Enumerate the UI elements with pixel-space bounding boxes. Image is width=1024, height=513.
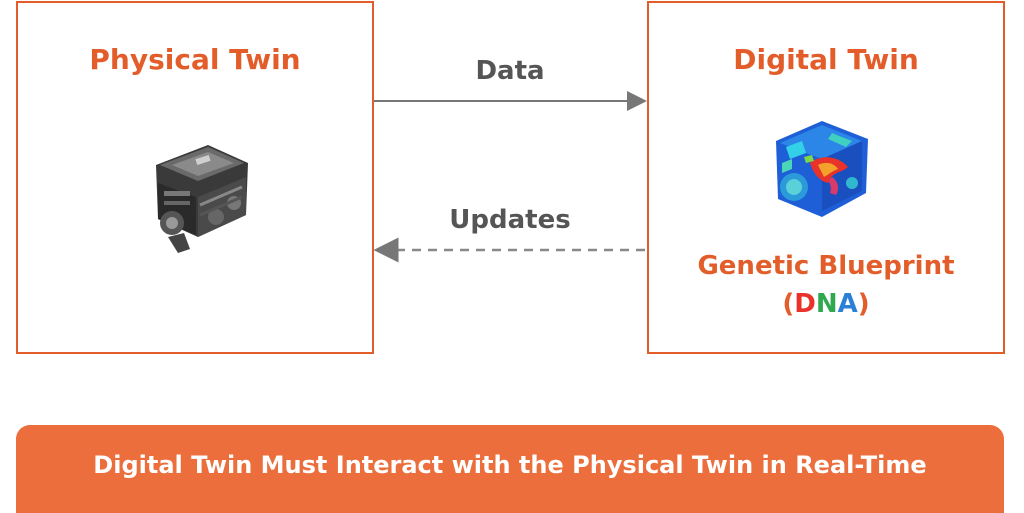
dna-label: (DNA) (649, 289, 1003, 319)
digital-twin-title: Digital Twin (733, 43, 919, 76)
dna-letter-a: A (837, 289, 858, 319)
data-label: Data (475, 56, 545, 86)
updates-label: Updates (449, 205, 571, 235)
banner-text: Digital Twin Must Interact with the Phys… (93, 451, 927, 479)
physical-twin-box: Physical Twin (16, 1, 374, 354)
dna-close-paren: ) (857, 289, 870, 319)
physical-twin-title: Physical Twin (89, 43, 301, 76)
engine-simulation-icon (776, 121, 868, 217)
dna-letter-n: N (815, 289, 838, 319)
dna-letter-d: D (794, 289, 816, 319)
digital-twin-box: Digital Twin Genetic Blueprint (DNA) (647, 1, 1005, 354)
realtime-banner: Digital Twin Must Interact with the Phys… (16, 425, 1004, 513)
dna-open-paren: ( (782, 289, 795, 319)
genetic-blueprint-label: Genetic Blueprint (697, 251, 955, 281)
engine-photo-icon (138, 125, 258, 265)
